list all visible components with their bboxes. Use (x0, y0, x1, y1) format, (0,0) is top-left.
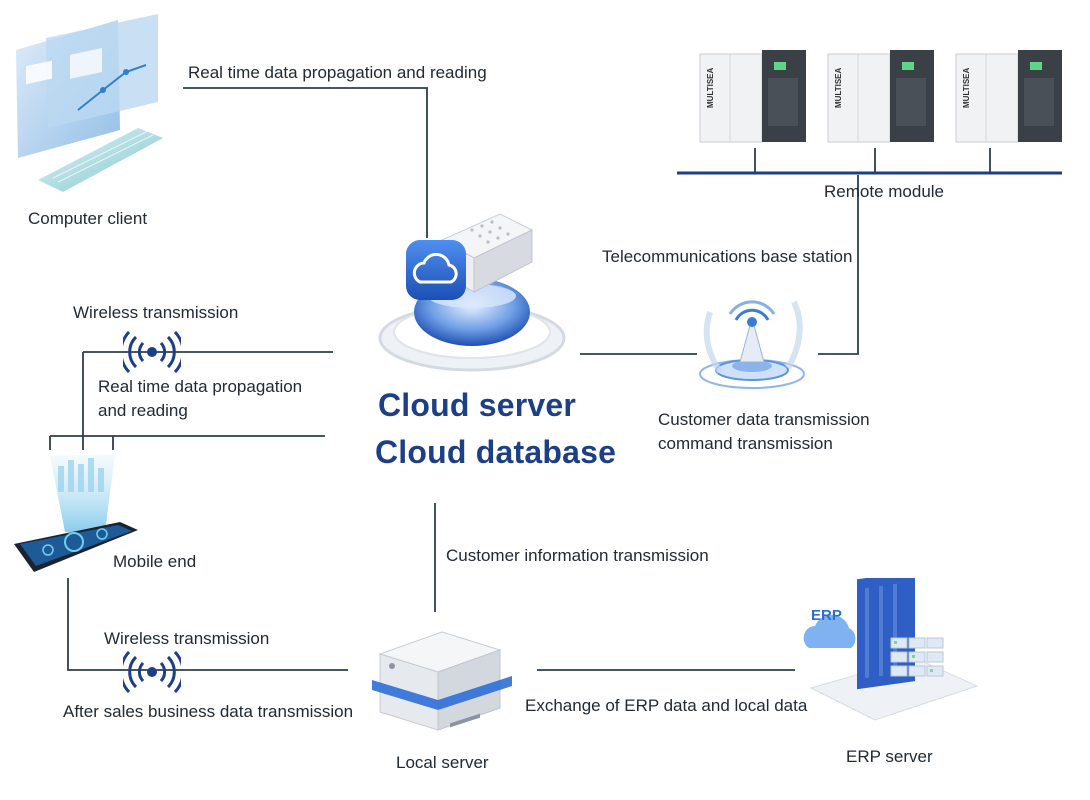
machine-brand-3: MULTISEA (962, 67, 971, 108)
connector-base-remote (818, 175, 859, 355)
erp-server-icon: ERP (803, 578, 979, 721)
label-base-station: Telecommunications base station (602, 247, 853, 266)
label-top-link: Real time data propagation and reading (188, 63, 487, 82)
label-mobile-link-1: Real time data propagation (98, 377, 303, 396)
compressor-machine-3: MULTISEA (955, 50, 1062, 143)
machine-brand-2: MULTISEA (834, 67, 843, 108)
connector-computer-cloud (183, 87, 428, 238)
label-remote-module: Remote module (824, 182, 945, 201)
label-customer-data-2: command transmission (658, 434, 833, 453)
title-cloud-server: Cloud server (378, 387, 577, 423)
svg-text:ERP: ERP (811, 607, 842, 624)
cloud-server-icon (378, 213, 566, 372)
mobile-end-icon (14, 454, 138, 572)
label-local-server: Local server (396, 753, 489, 772)
label-mobile-end: Mobile end (113, 552, 197, 571)
computer-client-icon (16, 14, 163, 192)
label-erp-exchange: Exchange of ERP data and local data (525, 696, 808, 715)
machine-brand-1: MULTISEA (706, 67, 715, 108)
label-erp-server: ERP server (846, 747, 933, 766)
label-customer-data-1: Customer data transmission (658, 410, 870, 429)
label-customer-info: Customer information transmission (446, 546, 709, 565)
label-after-sales: After sales business data transmission (63, 702, 354, 721)
wireless-icon-lower (123, 651, 181, 693)
local-server-icon (372, 631, 512, 731)
compressor-machine-2: MULTISEA (827, 50, 934, 143)
title-cloud-database: Cloud database (375, 434, 617, 470)
label-computer-client: Computer client (28, 209, 148, 228)
compressor-machine-1: MULTISEA (699, 50, 806, 143)
label-wireless-lower: Wireless transmission (104, 629, 270, 648)
wireless-icon-upper (123, 331, 181, 373)
connector-mobile-local (67, 578, 348, 671)
label-wireless-upper: Wireless transmission (73, 303, 239, 322)
label-mobile-link-2: and reading (98, 401, 188, 420)
base-station-icon (699, 300, 805, 389)
